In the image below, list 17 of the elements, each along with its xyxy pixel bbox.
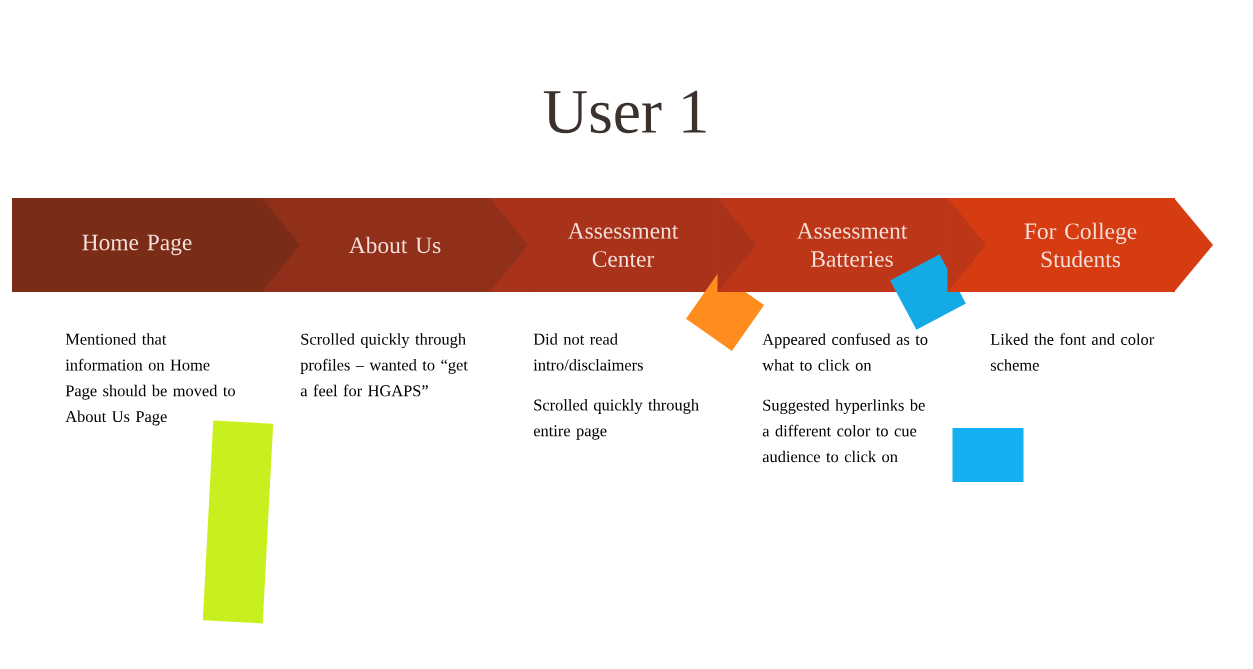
node-label: For College Students bbox=[1024, 222, 1137, 268]
note-text: Liked the font and color scheme bbox=[990, 333, 1155, 371]
note-text: Appeared confused as to what to click on bbox=[762, 333, 928, 371]
node-label: About Us bbox=[349, 236, 441, 254]
sticky-note bbox=[952, 428, 1024, 482]
sticky-note bbox=[686, 273, 764, 351]
node-label: Home Page bbox=[82, 234, 192, 256]
sticky-note bbox=[202, 420, 274, 624]
title: User 1 bbox=[543, 90, 706, 134]
note-text: Mentioned that information on Home Page should be moved to About Us Page bbox=[65, 333, 235, 426]
node-label: Assessment Center bbox=[567, 223, 679, 267]
note-text: Scrolled quickly through profiles – wanted to “get a feel for HGAPS” bbox=[300, 333, 468, 397]
note-text: Did not read intro/disclaimers bbox=[533, 333, 643, 371]
note-text: Suggested hyperlinks be a different color to cue audience to click on bbox=[762, 399, 925, 463]
note-text: Scrolled quickly through entire page bbox=[533, 399, 699, 440]
node-label: Assessment Batteries bbox=[796, 223, 908, 267]
step-banner: For College Students bbox=[986, 198, 1213, 292]
